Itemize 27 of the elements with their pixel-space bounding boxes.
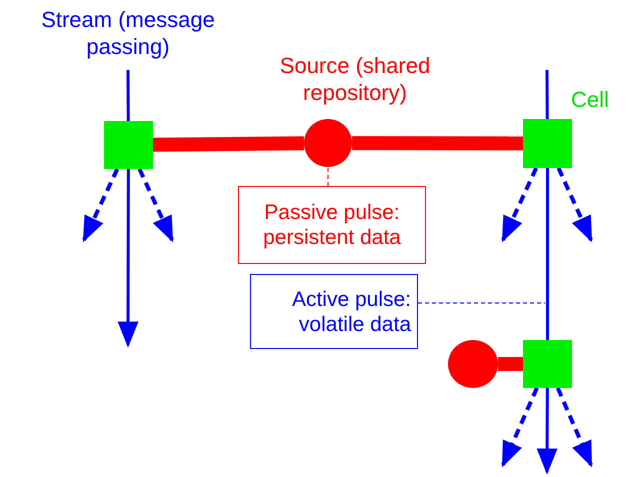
arrow [556, 387, 593, 468]
cell-box [523, 119, 572, 168]
stream-line [546, 70, 549, 120]
label: Stream (message passing) [40, 6, 216, 60]
connector-bar [352, 136, 524, 150]
callout-box [250, 274, 418, 349]
source-circle [304, 119, 352, 167]
connector-bar [152, 136, 304, 152]
callout-box [238, 186, 426, 264]
arrow [501, 387, 539, 468]
stream-line [126, 70, 130, 122]
arrow [82, 168, 120, 242]
cell-box [523, 340, 572, 388]
connector-bar [498, 357, 523, 371]
leader-line [418, 302, 546, 304]
arrow [138, 168, 174, 242]
label: Source (shared repository) [278, 52, 432, 106]
arrow [501, 167, 538, 242]
arrow [536, 388, 558, 475]
arrow [118, 169, 138, 348]
stream-line [546, 168, 549, 340]
label: Cell [570, 86, 610, 113]
callout-text: Passive pulse: persistent data [262, 200, 402, 250]
source-circle [448, 340, 498, 388]
cell-box [104, 121, 153, 169]
arrow [556, 167, 593, 242]
callout-text: Active pulse: volatile data [290, 286, 412, 336]
